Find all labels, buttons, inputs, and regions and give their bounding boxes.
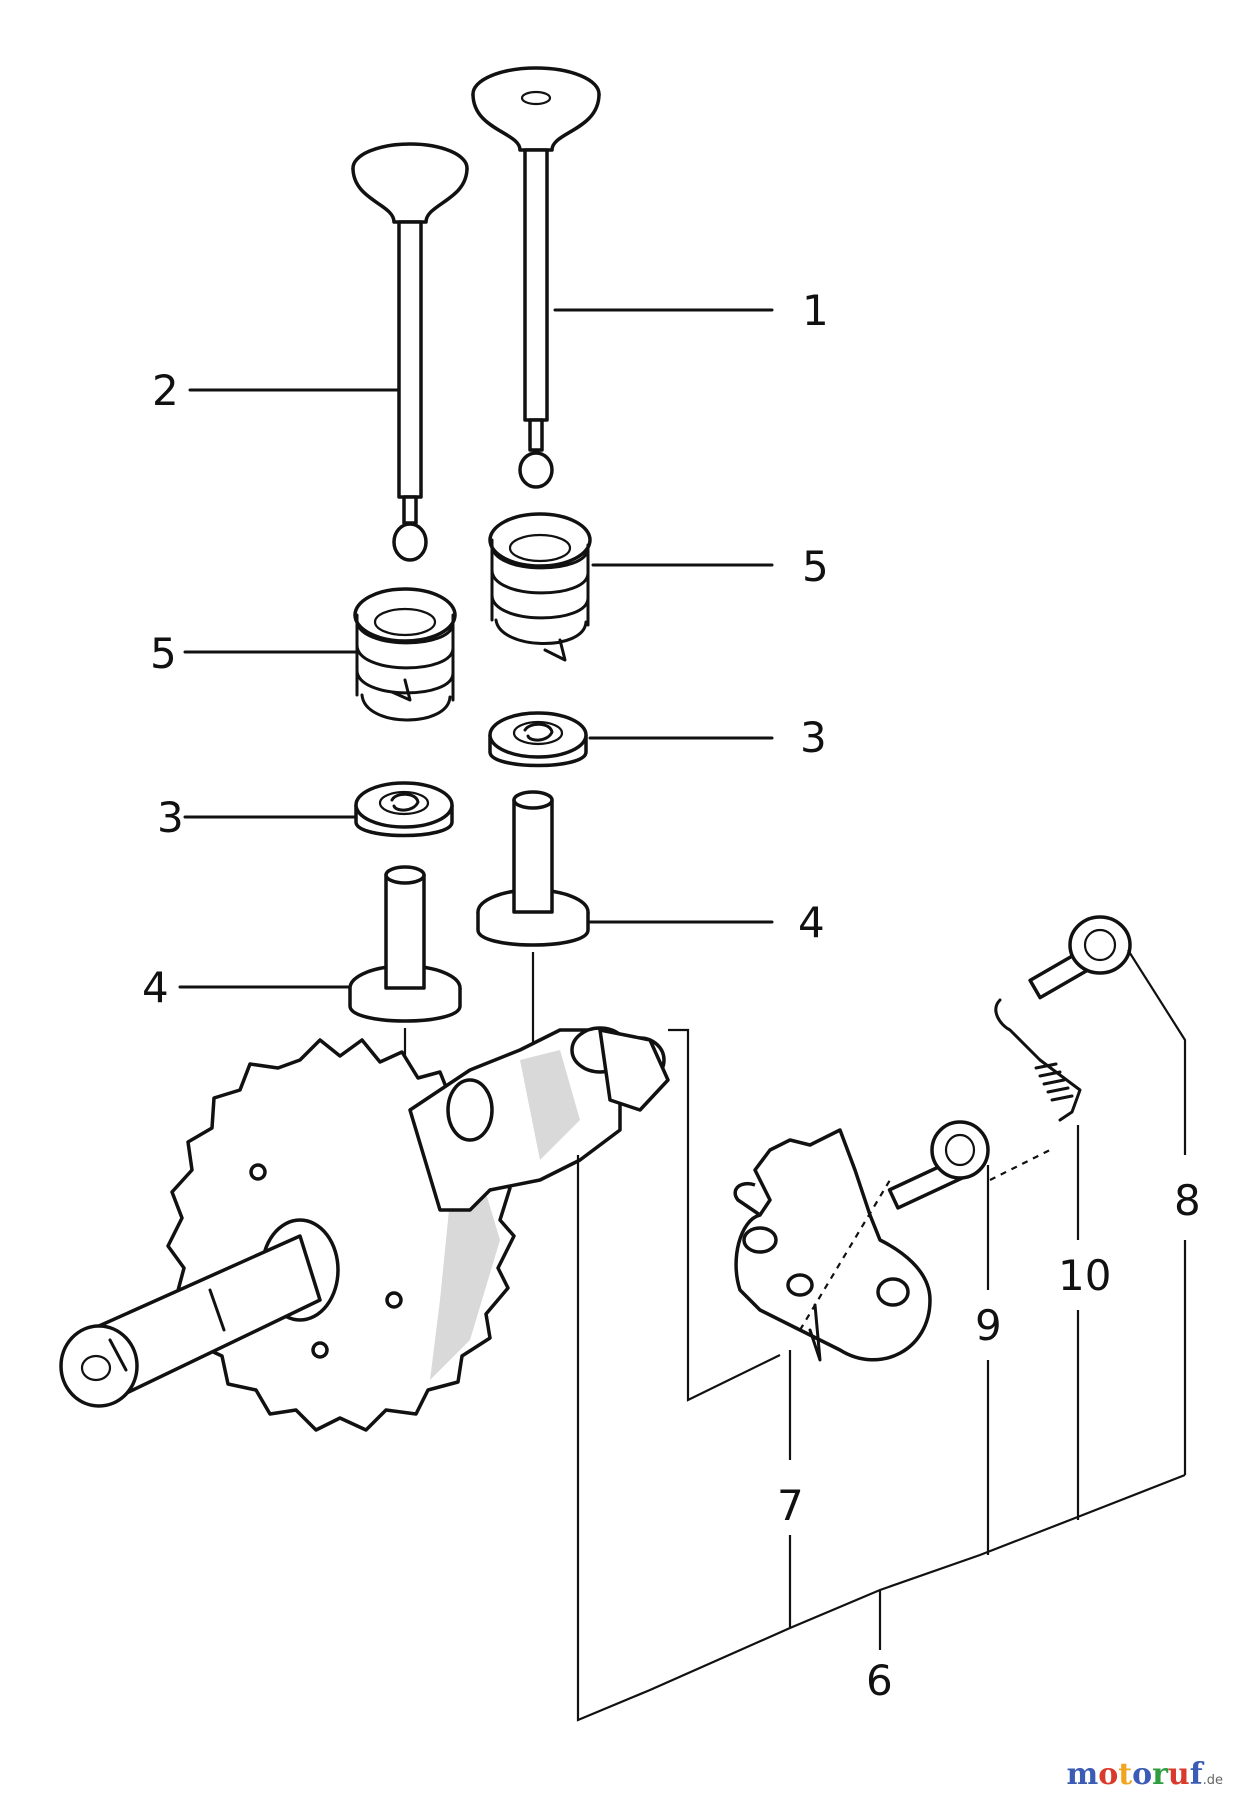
watermark-letter: u bbox=[1167, 1757, 1190, 1792]
callout-5-left: 5 bbox=[150, 629, 177, 678]
watermark-letter: t bbox=[1118, 1757, 1133, 1792]
spring-retainer-right bbox=[488, 711, 588, 768]
callout-9: 9 bbox=[975, 1301, 1002, 1350]
spring-retainer-left bbox=[354, 781, 454, 838]
valve-2-intake bbox=[351, 142, 469, 562]
valve-spring-right bbox=[488, 512, 592, 662]
callout-7: 7 bbox=[777, 1481, 804, 1530]
watermark-letter: f bbox=[1189, 1757, 1203, 1792]
watermark-letter: o bbox=[1132, 1757, 1153, 1792]
watermark-letter: o bbox=[1098, 1757, 1119, 1792]
valve-spring-left bbox=[353, 587, 457, 722]
assembly-bracket-lines bbox=[576, 949, 1187, 1722]
callout-10: 10 bbox=[1058, 1251, 1111, 1300]
callout-leaders bbox=[178, 308, 774, 989]
callout-5-right: 5 bbox=[802, 542, 829, 591]
governor-pin-9 bbox=[887, 1120, 990, 1210]
governor-spring-10 bbox=[994, 998, 1082, 1122]
callout-1: 1 bbox=[802, 286, 829, 335]
callout-4-right: 4 bbox=[798, 898, 825, 947]
governor-pin-8 bbox=[1028, 915, 1132, 1000]
callout-2: 2 bbox=[152, 366, 179, 415]
callout-3-right: 3 bbox=[800, 713, 827, 762]
camshaft-lobes bbox=[408, 1026, 670, 1212]
valve-1-exhaust bbox=[471, 66, 601, 489]
camshaft-shaft bbox=[59, 1234, 322, 1408]
callout-3-left: 3 bbox=[157, 793, 184, 842]
callout-labels: 1 2 5 5 3 3 4 4 8 10 9 7 6 bbox=[142, 286, 1201, 1705]
motoruf-watermark-logo: motoruf.de bbox=[1066, 1757, 1223, 1792]
callout-4-left: 4 bbox=[142, 963, 169, 1012]
watermark-letter: r bbox=[1152, 1757, 1168, 1792]
tappet-right bbox=[476, 790, 590, 947]
callout-6: 6 bbox=[866, 1656, 893, 1705]
watermark-letter: m bbox=[1066, 1757, 1099, 1792]
callout-8: 8 bbox=[1174, 1176, 1201, 1225]
tappet-left bbox=[348, 865, 462, 1023]
governor-lever-plate bbox=[733, 1128, 932, 1362]
